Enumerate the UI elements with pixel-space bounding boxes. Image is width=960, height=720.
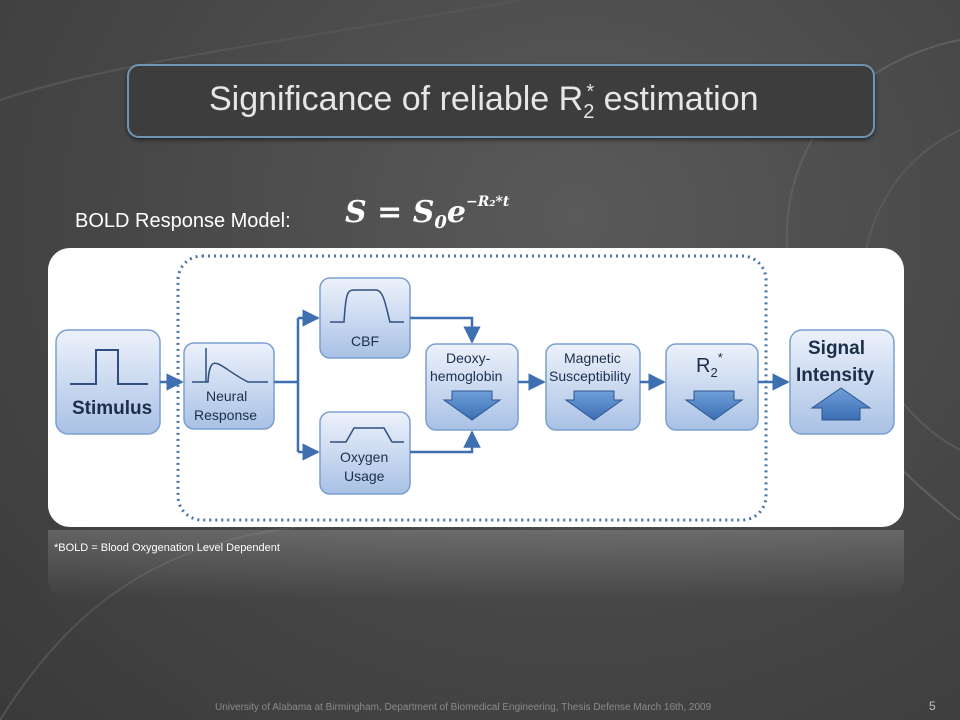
bold-equation: S = S0e−R₂*t (345, 194, 510, 233)
stimulus-node: Stimulus (55, 329, 161, 435)
diagram-panel: Stimulus Neural Response CBF Oxygen Usag… (48, 248, 904, 527)
stimulus-label: Stimulus (72, 398, 152, 419)
neural-label-line1: Neural (206, 388, 247, 404)
signal-up-arrow-icon (810, 387, 872, 421)
connector-arrows (160, 309, 790, 461)
magnetic-label-line2: Susceptibility (549, 368, 631, 384)
r2star-down-arrow-icon (684, 390, 744, 421)
title-box: Significance of reliable R2* estimation (127, 64, 875, 138)
signal-label-line1: Signal (808, 338, 865, 359)
signal-label-line2: Intensity (796, 365, 875, 386)
neural-label-line2: Response (194, 407, 257, 423)
footnote: *BOLD = Blood Oxygenation Level Dependen… (54, 542, 280, 554)
r2star-label: R2* (696, 350, 723, 380)
oxygen-label-line1: Oxygen (340, 449, 388, 465)
neurovascular-region (176, 254, 768, 522)
r2star-node: R2* (665, 343, 759, 431)
cbf-label: CBF (351, 333, 379, 349)
neural-response-node: Neural Response (183, 342, 275, 430)
footer-text: University of Alabama at Birmingham, Dep… (215, 702, 712, 713)
magnetic-label-line1: Magnetic (564, 350, 621, 366)
model-label: BOLD Response Model: (75, 210, 291, 232)
cbf-node: CBF (319, 277, 411, 359)
page-number: 5 (929, 699, 936, 713)
oxygen-label-line2: Usage (344, 468, 385, 484)
slide-title: Significance of reliable R2* estimation (209, 80, 759, 123)
oxygen-usage-node: Oxygen Usage (319, 411, 411, 495)
magnetic-susceptibility-node: Magnetic Susceptibility (545, 343, 641, 431)
bold-diagram: Stimulus Neural Response CBF Oxygen Usag… (55, 254, 895, 522)
deoxyhemoglobin-node: Deoxy- hemoglobin (425, 343, 519, 431)
deoxy-down-arrow-icon (442, 390, 502, 421)
deoxy-label-line1: Deoxy- (446, 350, 491, 366)
signal-intensity-node: Signal Intensity (789, 329, 895, 435)
panel-reflection (48, 530, 904, 600)
magnetic-down-arrow-icon (564, 390, 624, 421)
deoxy-label-line2: hemoglobin (430, 368, 502, 384)
